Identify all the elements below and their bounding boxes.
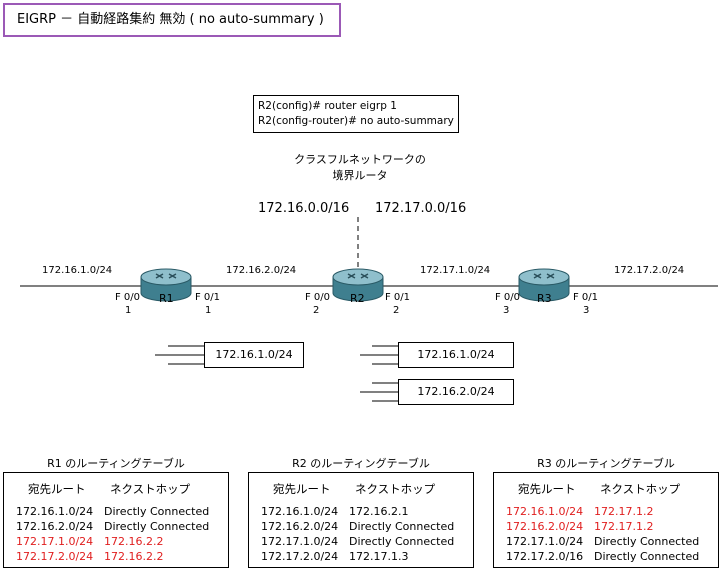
- network-label-1: 172.16.1.0/24: [42, 265, 113, 276]
- r1-if-left: F 0/0: [115, 292, 141, 303]
- col-nexthop-header: ネクストホップ: [600, 482, 681, 496]
- boundary-label-line-2: 境界ルータ: [332, 169, 388, 182]
- router-r2-icon: [332, 268, 384, 302]
- update-box-r2-r3-a: 172.16.1.0/24: [398, 342, 514, 368]
- table-row-hop: 172.16.2.2: [104, 535, 164, 548]
- table-row-hop: 172.17.1.2: [594, 520, 654, 533]
- update-lines: [155, 345, 398, 402]
- table-row-dest: 172.16.1.0/24: [506, 505, 584, 518]
- table-title-r1: R1 のルーティングテーブル: [47, 457, 185, 470]
- network-label-4: 172.17.2.0/24: [614, 265, 685, 276]
- table-title-r2: R2 のルーティングテーブル: [292, 457, 430, 470]
- page-title: EIGRP － 自動経路集約 無効 ( no auto-summary ): [3, 3, 341, 37]
- table-row-hop: Directly Connected: [104, 505, 210, 518]
- table-row-hop: Directly Connected: [104, 520, 210, 533]
- router-r1-name: R1: [159, 292, 174, 305]
- router-r3-name: R3: [537, 292, 552, 305]
- table-row-dest: 172.16.1.0/24: [16, 505, 94, 518]
- routing-table-r3: 宛先ルート ネクストホップ 172.16.1.0/24 172.17.1.2 1…: [493, 472, 719, 568]
- r2-ip-right: 2: [393, 305, 400, 316]
- table-row-dest: 172.17.2.0/16: [506, 550, 584, 563]
- table-row-dest: 172.17.2.0/24: [261, 550, 339, 563]
- table-title-r3: R3 のルーティングテーブル: [537, 457, 675, 470]
- table-row-hop: 172.16.2.2: [104, 550, 164, 563]
- router-r1-icon: [140, 268, 192, 302]
- table-row-hop: Directly Connected: [594, 550, 700, 563]
- table-row-hop: 172.17.1.3: [349, 550, 409, 563]
- config-line-1: R2(config)# router eigrp 1: [258, 100, 397, 112]
- network-label-3: 172.17.1.0/24: [420, 265, 491, 276]
- r3-if-left: F 0/0: [495, 292, 521, 303]
- boundary-label-line-1: クラスフルネットワークの: [294, 153, 426, 166]
- table-row-dest: 172.16.2.0/24: [506, 520, 584, 533]
- col-nexthop-header: ネクストホップ: [110, 482, 191, 496]
- table-row-hop: Directly Connected: [594, 535, 700, 548]
- table-row-dest: 172.17.1.0/24: [16, 535, 94, 548]
- r2-ip-left: 2: [313, 305, 320, 316]
- routing-table-r2: 宛先ルート ネクストホップ 172.16.1.0/24 172.16.2.1 1…: [248, 472, 474, 568]
- boundary-router-label: クラスフルネットワークの 境界ルータ: [280, 152, 440, 184]
- routing-table-r1: 宛先ルート ネクストホップ 172.16.1.0/24 Directly Con…: [3, 472, 229, 568]
- summary-right: 172.17.0.0/16: [375, 201, 467, 216]
- table-row-dest: 172.16.2.0/24: [16, 520, 94, 533]
- r2-if-left: F 0/0: [305, 292, 331, 303]
- router-r2-name: R2: [350, 292, 365, 305]
- table-row-hop: Directly Connected: [349, 535, 455, 548]
- r1-if-right: F 0/1: [195, 292, 221, 303]
- network-label-2: 172.16.2.0/24: [226, 265, 297, 276]
- r1-ip-left: 1: [125, 305, 132, 316]
- table-row-hop: 172.17.1.2: [594, 505, 654, 518]
- table-row-dest: 172.17.1.0/24: [261, 535, 339, 548]
- update-box-r2-r3-b: 172.16.2.0/24: [398, 379, 514, 405]
- update-box-r1-r2: 172.16.1.0/24: [204, 342, 304, 368]
- r1-ip-right: 1: [205, 305, 212, 316]
- router-r3-icon: [518, 268, 570, 302]
- col-dest-header: 宛先ルート: [28, 482, 86, 496]
- table-row-hop: Directly Connected: [349, 520, 455, 533]
- config-box: R2(config)# router eigrp 1 R2(config-rou…: [253, 95, 459, 133]
- table-row-dest: 172.17.1.0/24: [506, 535, 584, 548]
- table-row-hop: 172.16.2.1: [349, 505, 409, 518]
- table-row-dest: 172.16.2.0/24: [261, 520, 339, 533]
- config-line-2: R2(config-router)# no auto-summary: [258, 115, 454, 127]
- r3-if-right: F 0/1: [573, 292, 599, 303]
- r3-ip-right: 3: [583, 305, 590, 316]
- r3-ip-left: 3: [503, 305, 510, 316]
- table-row-dest: 172.17.2.0/24: [16, 550, 94, 563]
- col-nexthop-header: ネクストホップ: [355, 482, 436, 496]
- summary-left: 172.16.0.0/16: [258, 201, 350, 216]
- table-row-dest: 172.16.1.0/24: [261, 505, 339, 518]
- col-dest-header: 宛先ルート: [273, 482, 331, 496]
- r2-if-right: F 0/1: [385, 292, 411, 303]
- col-dest-header: 宛先ルート: [518, 482, 576, 496]
